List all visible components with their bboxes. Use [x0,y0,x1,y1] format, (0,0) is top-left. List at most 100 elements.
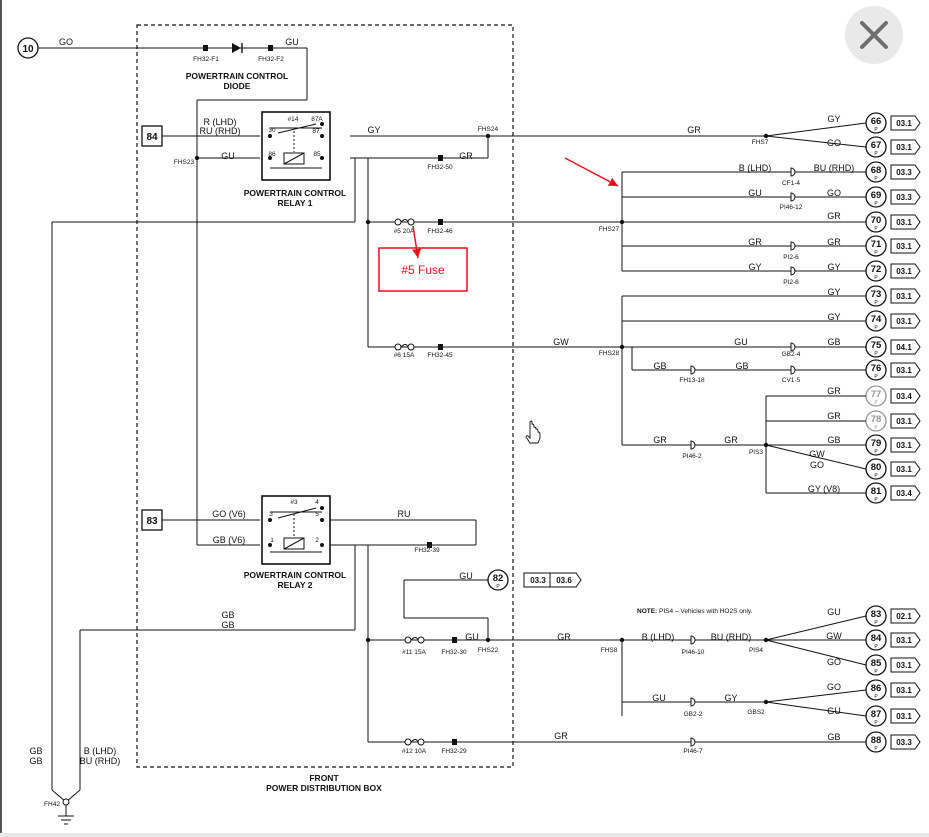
wire-color-label: GB [827,337,840,347]
svg-text:83: 83 [146,516,158,527]
box-title-2: POWER DISTRIBUTION BOX [266,783,382,793]
connector-circle: 75P [865,336,887,358]
page-ref-tag[interactable]: 04.1 [890,339,921,355]
svg-text:03.1: 03.1 [896,267,912,276]
wire-color-label: RU (RHD) [200,126,241,136]
wire-color-label: GB [221,610,234,620]
svg-text:71: 71 [871,239,882,250]
component-label: CV1-5 [782,377,801,384]
wire-color-label: GY [748,262,761,272]
page-ref-tag[interactable]: 03.4 [890,388,921,404]
relay-pin-label: 85 [313,151,321,158]
page-ref-tag[interactable]: 03.3 [890,189,921,205]
svg-text:P: P [874,449,878,455]
svg-text:03.1: 03.1 [896,317,912,326]
wire-color-label: GY [827,287,840,297]
page-ref-tag[interactable]: 02.1 [890,608,921,624]
wire-color-label: GR [557,632,571,642]
relay-pin-label: 30 [268,127,276,134]
wire-color-label: GO [827,682,841,692]
svg-text:03.1: 03.1 [896,686,912,695]
component-label: FHS24 [478,126,499,133]
connector-circle: 83P [865,605,887,627]
wire-color-label: GU [827,706,841,716]
page-ref-tag[interactable]: 03.1 [890,288,921,304]
svg-text:P: P [874,400,878,406]
wire-color-label: GO [827,138,841,148]
wire-color-label: GY [724,693,737,703]
page-ref-tag[interactable]: 03.3 [890,164,921,180]
wire-color-label: B (LHD) [739,163,772,173]
svg-text:83: 83 [871,609,882,620]
component-label: FH32-F2 [258,56,284,63]
wire-color-label: GY [827,114,840,124]
wire-color-label: R (LHD) [204,117,237,127]
wire-color-label: GB [827,435,840,445]
svg-text:P: P [496,584,500,590]
page-ref-tag[interactable]: 03.1 [890,139,921,155]
svg-text:03.1: 03.1 [896,465,912,474]
page-ref-tag[interactable]: 03.1 [890,263,921,279]
wire-color-label: GR [724,435,738,445]
svg-text:68: 68 [871,165,882,176]
page-ref-tag[interactable]: 03.3 [890,734,921,750]
svg-text:P: P [874,176,878,182]
page-ref-tag[interactable]: 03.4 [890,485,921,501]
relay-pin-label: 86 [268,151,276,158]
page-ref-tag[interactable]: 03.1 [890,313,921,329]
svg-text:P: P [874,620,878,626]
svg-text:81: 81 [871,486,882,497]
page-ref-tag[interactable]: 03.1 [890,238,921,254]
component-label: FHS23 [174,159,195,166]
wire-color-label: B (LHD) [642,632,675,642]
page-ref-tag[interactable]: 03.6 [549,572,582,588]
close-button[interactable] [845,6,903,64]
svg-text:P: P [874,374,878,380]
component-label: FH13-18 [679,377,705,384]
page-ref-tag[interactable]: 03.1 [890,115,921,131]
diode-title-2: DIODE [224,81,251,91]
page-ref-tag[interactable]: 03.1 [890,362,921,378]
component-label: FH32-45 [427,352,453,359]
relay-pin-label: #14 [288,116,299,123]
page-ref-tag[interactable]: 03.1 [890,413,921,429]
fuse-callout-box [378,247,468,292]
connector-circle: 69P [865,186,887,208]
wire-color-label: GU [465,632,479,642]
junction-dots [62,133,769,806]
page-ref-tag[interactable]: 03.1 [890,437,921,453]
connector-circle: 85P [865,654,887,676]
svg-text:P: P [874,351,878,357]
component-label: PI2-6 [783,254,799,261]
page-ref-tag[interactable]: 03.1 [890,708,921,724]
svg-text:82: 82 [493,573,504,584]
component-label: FHS28 [599,350,620,357]
wire-color-label: GR [687,125,701,135]
box-title: FRONT [309,773,339,783]
svg-text:77: 77 [871,389,882,400]
relay1-title-2: RELAY 1 [278,198,313,208]
wire-color-label: GR [827,411,841,421]
wire-color-label: GR [653,435,667,445]
svg-text:P: P [874,151,878,157]
page-ref-tag[interactable]: 03.1 [890,214,921,230]
page-ref-tag[interactable]: 03.1 [890,632,921,648]
svg-text:69: 69 [871,190,882,201]
wire-color-label: GO (V6) [212,509,246,519]
page-ref-tag[interactable]: 03.1 [890,461,921,477]
connector-shells [690,167,796,747]
page-ref-tag[interactable]: 03.1 [890,657,921,673]
connector-circle: 80P [865,458,887,480]
svg-text:78: 78 [871,414,882,425]
svg-text:03.1: 03.1 [896,218,912,227]
viewer-left-edge [0,0,2,837]
wire-color-label: GU [459,571,473,581]
wire-color-label: GW [553,337,569,347]
connector-circle: 70P [865,211,887,233]
wire-color-label: GU [652,693,666,703]
page-ref-tag[interactable]: 03.1 [890,682,921,698]
svg-text:67: 67 [871,140,882,151]
diode-title: POWERTRAIN CONTROL [186,71,288,81]
svg-text:P: P [874,275,878,281]
